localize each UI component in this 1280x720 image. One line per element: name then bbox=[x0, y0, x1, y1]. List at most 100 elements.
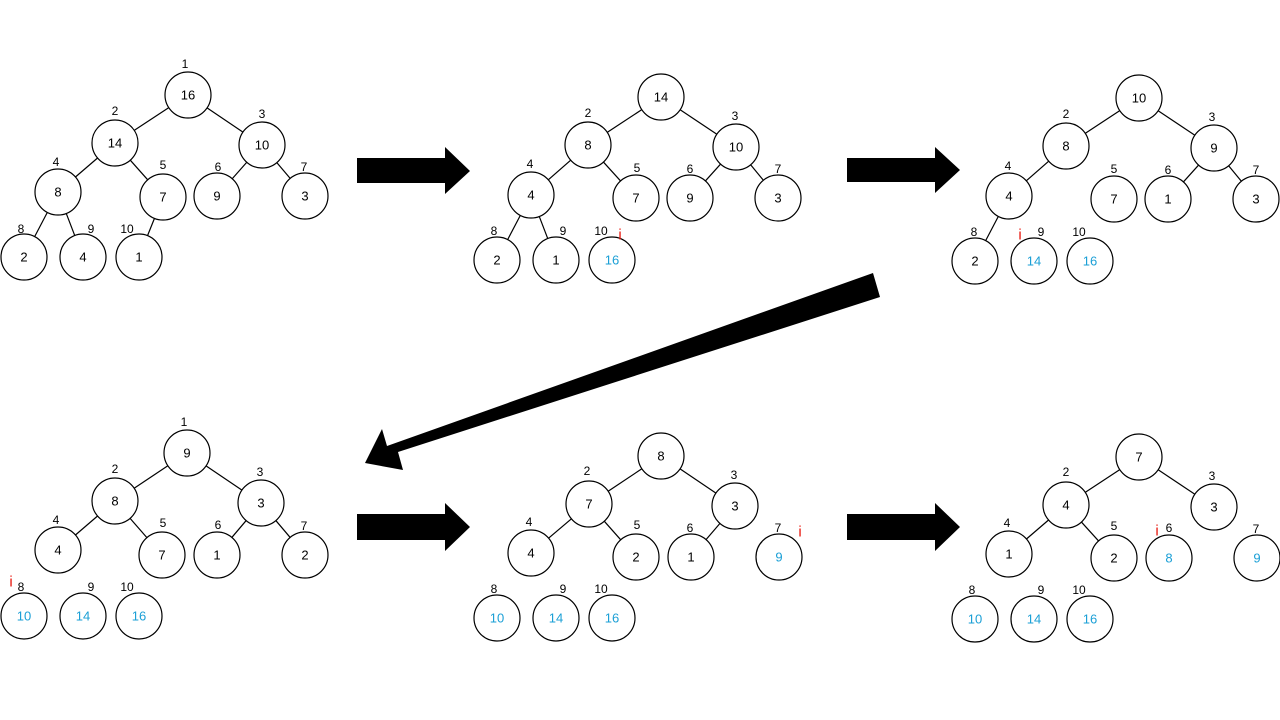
heap-node: 103 bbox=[712, 109, 760, 171]
node-circle bbox=[59, 233, 107, 281]
node-circle bbox=[564, 121, 612, 169]
arrow-right-1 bbox=[357, 147, 470, 194]
tree-edge bbox=[75, 515, 98, 536]
node-value: 10 bbox=[255, 138, 269, 153]
node-index-label: 2 bbox=[112, 462, 119, 476]
tree-edge bbox=[1026, 519, 1049, 540]
node-value: 2 bbox=[20, 250, 27, 265]
node-circle bbox=[1115, 74, 1163, 122]
node-circle bbox=[34, 526, 82, 574]
tree-edge bbox=[507, 215, 521, 240]
node-value: 9 bbox=[213, 189, 220, 204]
node-index-label: 5 bbox=[634, 518, 641, 532]
node-index-label: 8 bbox=[18, 222, 25, 236]
tree-edge bbox=[206, 107, 244, 133]
node-index-label: 2 bbox=[1063, 107, 1070, 121]
heap-node: 10 bbox=[1115, 74, 1163, 122]
node-index-label: 9 bbox=[560, 582, 567, 596]
node-value: 3 bbox=[731, 499, 738, 514]
node-circle bbox=[1010, 595, 1058, 643]
node-circle bbox=[1042, 481, 1090, 529]
node-index-label: 4 bbox=[1004, 516, 1011, 530]
node-value: 2 bbox=[971, 254, 978, 269]
node-value: 16 bbox=[132, 609, 146, 624]
tree-edge bbox=[602, 161, 622, 182]
node-index-label: 3 bbox=[731, 468, 738, 482]
heap-node: 44 bbox=[34, 513, 82, 574]
arrow-right-4 bbox=[847, 503, 960, 551]
node-value: 4 bbox=[527, 188, 534, 203]
node-circle bbox=[612, 174, 660, 222]
tree-edge bbox=[231, 520, 247, 538]
heap-node: 44 bbox=[507, 515, 555, 577]
node-index-label: 8 bbox=[971, 225, 978, 239]
node-circle bbox=[637, 432, 685, 480]
tree-edge bbox=[1182, 164, 1200, 183]
node-value: 10 bbox=[490, 611, 504, 626]
heap-node: 44 bbox=[507, 157, 555, 219]
node-value: 8 bbox=[1165, 551, 1172, 566]
node-circle bbox=[588, 236, 636, 284]
node-value: 16 bbox=[605, 253, 619, 268]
node-value: 2 bbox=[632, 550, 639, 565]
node-index-label: 10 bbox=[120, 580, 134, 594]
heap-node: 28 bbox=[473, 224, 521, 284]
node-index-label: 9 bbox=[1038, 225, 1045, 239]
heap-node: 27 bbox=[281, 519, 329, 579]
tree-edge bbox=[607, 468, 643, 492]
node-index-label: 5 bbox=[634, 161, 641, 175]
node-circle bbox=[588, 594, 636, 642]
node-value: 9 bbox=[1253, 551, 1260, 566]
tree-edge bbox=[133, 465, 169, 489]
node-circle bbox=[507, 529, 555, 577]
arrow-down-left bbox=[365, 273, 880, 470]
node-circle bbox=[612, 533, 660, 581]
node-circle bbox=[1144, 175, 1192, 223]
tree-edge bbox=[1084, 469, 1121, 493]
heap-node: 82 bbox=[91, 462, 139, 525]
node-value: 10 bbox=[17, 609, 31, 624]
tree-edge bbox=[276, 162, 291, 179]
node-circle bbox=[0, 592, 48, 640]
node-value: 16 bbox=[605, 611, 619, 626]
heap-node: 44 bbox=[985, 159, 1033, 220]
heap-node: 33 bbox=[711, 468, 759, 530]
node-value: 14 bbox=[76, 609, 90, 624]
node-index-label: 10 bbox=[1072, 583, 1086, 597]
node-circle bbox=[1190, 483, 1238, 531]
heap-node: 25 bbox=[1090, 519, 1138, 582]
heap-node: 93 bbox=[1190, 110, 1238, 172]
node-index-label: 6 bbox=[215, 160, 222, 174]
node-circle bbox=[985, 172, 1033, 220]
node-circle bbox=[164, 71, 212, 119]
heap-node: 96 bbox=[666, 162, 714, 222]
node-value: 7 bbox=[632, 191, 639, 206]
node-circle bbox=[666, 174, 714, 222]
node-index-label: 10 bbox=[120, 222, 134, 236]
node-value: 7 bbox=[585, 497, 592, 512]
node-circle bbox=[1010, 237, 1058, 285]
node-value: 7 bbox=[158, 548, 165, 563]
node-value: 4 bbox=[1005, 189, 1012, 204]
node-index-label: 3 bbox=[1209, 110, 1216, 124]
tree-edge bbox=[1228, 165, 1242, 182]
node-value: 9 bbox=[775, 550, 782, 565]
heap-node: 7 bbox=[1115, 433, 1163, 481]
node-index-label: 3 bbox=[257, 465, 264, 479]
heap-node: 86 bbox=[1145, 521, 1193, 582]
heap-node: 96 bbox=[193, 160, 241, 220]
node-value: 9 bbox=[686, 191, 693, 206]
heap-node: 75 bbox=[612, 161, 660, 222]
heap-node: 75 bbox=[138, 516, 186, 579]
node-value: 4 bbox=[1062, 498, 1069, 513]
heap-node: 37 bbox=[1232, 163, 1280, 223]
node-circle bbox=[193, 172, 241, 220]
heap-node: 142 bbox=[91, 104, 139, 167]
tree-edge bbox=[704, 163, 722, 182]
heap-node: 84 bbox=[34, 155, 82, 216]
tree-edge bbox=[606, 109, 643, 133]
